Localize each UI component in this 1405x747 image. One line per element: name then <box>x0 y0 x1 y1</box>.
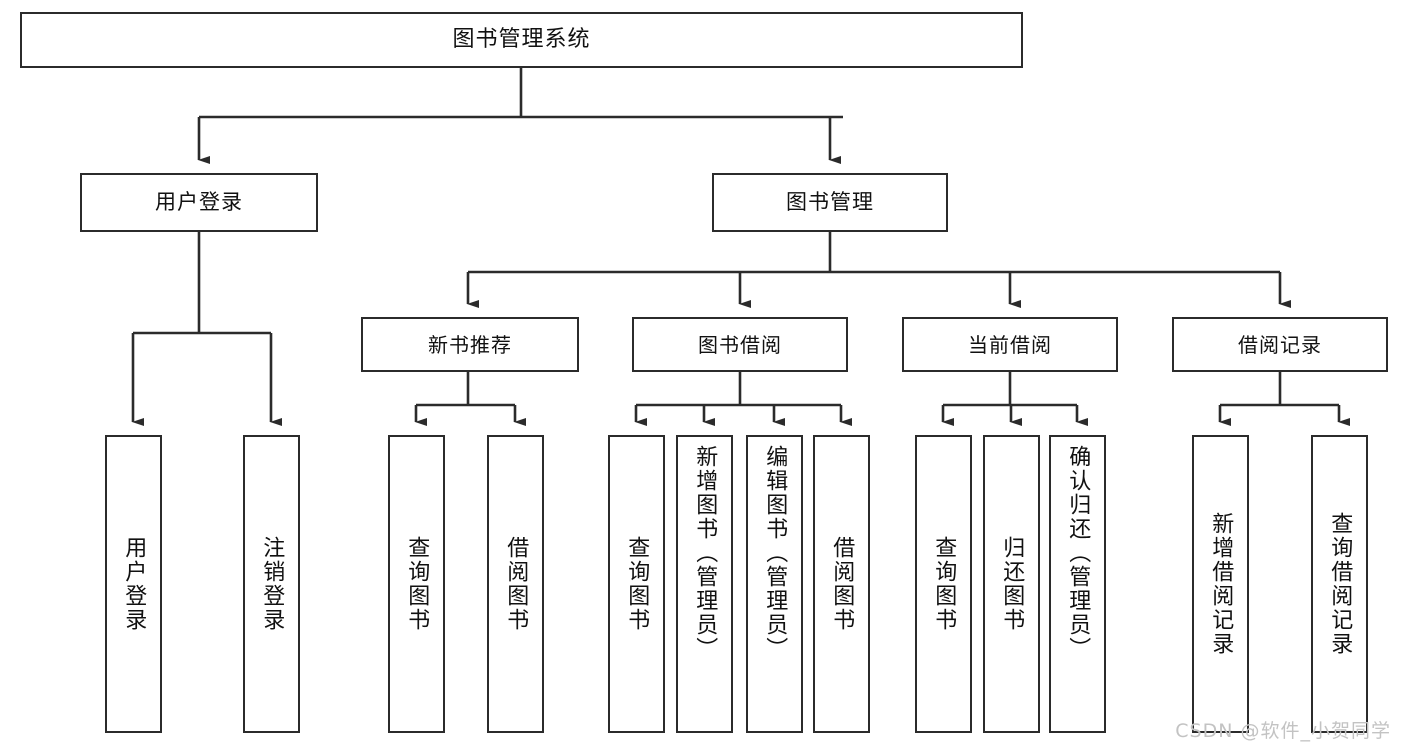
node-user-login[interactable]: 用户登录 <box>80 173 318 232</box>
leaf-node-label: 新增借阅记录 <box>1208 512 1234 656</box>
node-book-borrow-label: 图书借阅 <box>698 332 782 357</box>
node-current-borrow[interactable]: 当前借阅 <box>902 317 1118 372</box>
node-book-borrow[interactable]: 图书借阅 <box>632 317 848 372</box>
node-current-borrow-label: 当前借阅 <box>968 332 1052 357</box>
leaf-node-label: 借阅图书 <box>503 536 529 632</box>
leaf-node[interactable]: 归还图书 <box>983 435 1040 733</box>
node-user-login-label: 用户登录 <box>155 189 243 214</box>
node-root-label: 图书管理系统 <box>452 26 591 52</box>
leaf-node[interactable]: 确认归还（管理员） <box>1049 435 1106 733</box>
leaf-node-label: 用户登录 <box>121 536 147 632</box>
leaf-node[interactable]: 编辑图书（管理员） <box>746 435 803 733</box>
leaf-node-label: 确认归还（管理员） <box>1065 445 1091 661</box>
leaf-node-label: 查询图书 <box>931 536 957 632</box>
leaf-node[interactable]: 新增图书（管理员） <box>676 435 733 733</box>
leaf-node-label: 注销登录 <box>259 536 285 632</box>
leaf-node[interactable]: 查询图书 <box>915 435 972 733</box>
leaf-node-label: 查询图书 <box>624 536 650 632</box>
leaf-node[interactable]: 查询图书 <box>388 435 445 733</box>
leaf-node[interactable]: 查询借阅记录 <box>1311 435 1368 733</box>
leaf-node[interactable]: 用户登录 <box>105 435 162 733</box>
node-new-book-recommend[interactable]: 新书推荐 <box>361 317 579 372</box>
node-borrow-records-label: 借阅记录 <box>1238 332 1322 357</box>
leaf-node[interactable]: 借阅图书 <box>813 435 870 733</box>
leaf-node-label: 新增图书（管理员） <box>692 445 718 661</box>
leaf-node[interactable]: 新增借阅记录 <box>1192 435 1249 733</box>
node-new-book-recommend-label: 新书推荐 <box>428 332 512 357</box>
leaf-node[interactable]: 注销登录 <box>243 435 300 733</box>
node-root[interactable]: 图书管理系统 <box>20 12 1023 68</box>
leaf-node[interactable]: 借阅图书 <box>487 435 544 733</box>
leaf-node-label: 归还图书 <box>999 536 1025 632</box>
leaf-node-label: 编辑图书（管理员） <box>762 445 788 661</box>
csdn-watermark: CSDN @软件_小贺同学 <box>1175 720 1391 742</box>
leaf-node-label: 查询图书 <box>404 536 430 632</box>
node-borrow-records[interactable]: 借阅记录 <box>1172 317 1388 372</box>
leaf-node-label: 借阅图书 <box>829 536 855 632</box>
node-book-management[interactable]: 图书管理 <box>712 173 948 232</box>
leaf-node-label: 查询借阅记录 <box>1327 512 1353 656</box>
leaf-node[interactable]: 查询图书 <box>608 435 665 733</box>
node-book-management-label: 图书管理 <box>786 189 874 214</box>
